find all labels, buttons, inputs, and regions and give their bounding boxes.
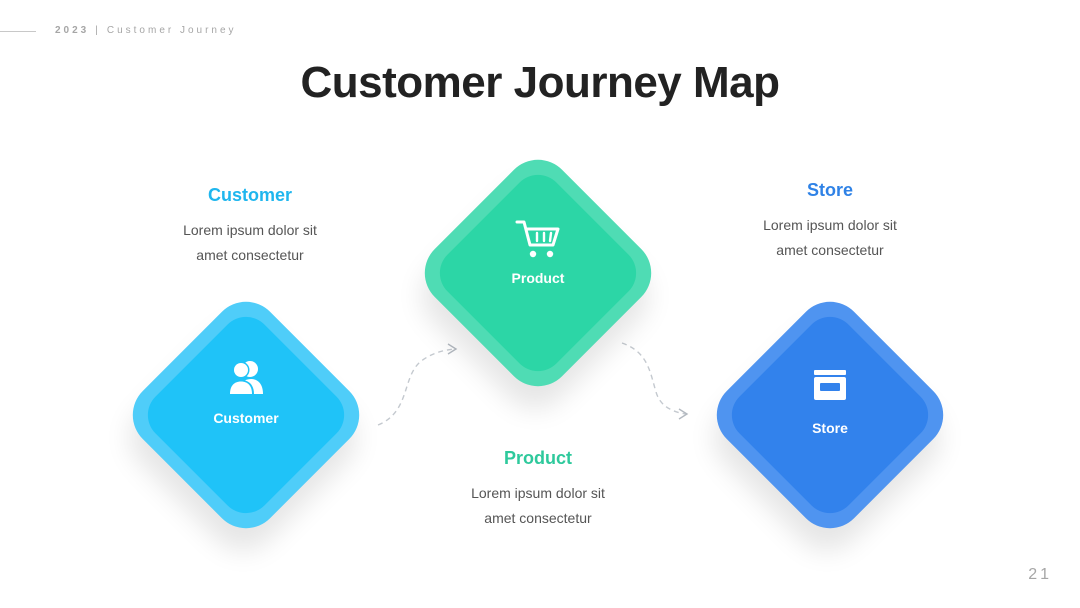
customer-diamond-label: Customer: [213, 410, 279, 426]
customer-heading: Customer: [207, 185, 292, 205]
store-icon: [814, 370, 846, 400]
connector-product-to-store: [621, 342, 687, 415]
connector-customer-to-product: [377, 348, 456, 426]
header-tag: 2023 | Customer Journey: [55, 25, 237, 36]
header-section: Customer Journey: [106, 25, 237, 36]
page-number: 21: [1028, 566, 1052, 583]
arrowhead-to-product: [447, 343, 458, 355]
store-heading: Store: [806, 180, 853, 200]
store-desc-line-1: Lorem ipsum dolor sit: [763, 217, 897, 233]
users-icon: [228, 361, 263, 394]
product-text-block: Product Lorem ipsum dolor sit amet conse…: [408, 448, 668, 531]
product-desc-line-2: amet consectetur: [484, 510, 592, 526]
store-text-block: Store Lorem ipsum dolor sit amet consect…: [700, 180, 960, 263]
page-title: Customer Journey Map: [300, 58, 780, 107]
arrowhead-to-store: [678, 408, 689, 420]
customer-diamond-content: Customer: [166, 358, 326, 426]
header-separator: |: [95, 25, 101, 36]
product-desc-line-1: Lorem ipsum dolor sit: [471, 485, 605, 501]
store-diamond-content: Store: [750, 368, 910, 436]
customer-desc-line-2: amet consectetur: [196, 247, 304, 263]
store-description: Lorem ipsum dolor sit amet consectetur: [750, 213, 910, 263]
customer-desc-line-1: Lorem ipsum dolor sit: [183, 222, 317, 238]
store-diamond-label: Store: [812, 420, 848, 436]
store-desc-line-2: amet consectetur: [776, 242, 884, 258]
product-heading: Product: [503, 448, 572, 468]
product-diamond-content: Product: [458, 218, 618, 286]
product-diamond-label: Product: [511, 270, 565, 286]
product-description: Lorem ipsum dolor sit amet consectetur: [458, 481, 618, 531]
customer-text-block: Customer Lorem ipsum dolor sit amet cons…: [120, 185, 380, 268]
shopping-cart-icon: [515, 220, 560, 258]
customer-description: Lorem ipsum dolor sit amet consectetur: [170, 218, 330, 268]
header-rule: [0, 31, 36, 32]
header-year: 2023: [55, 25, 90, 36]
